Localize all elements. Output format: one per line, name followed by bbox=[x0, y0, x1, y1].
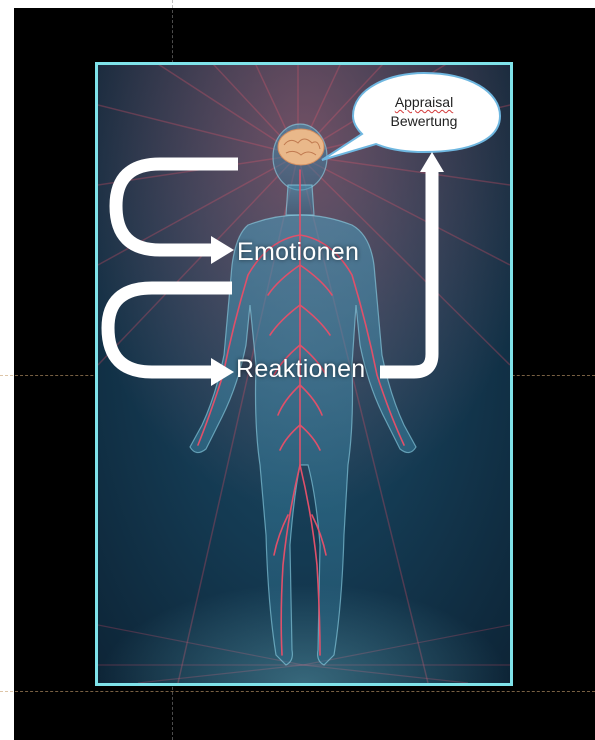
loop-arrow-reactions[interactable] bbox=[108, 288, 234, 386]
bubble-text[interactable]: Appraisal Bewertung bbox=[366, 93, 482, 131]
bubble-line-appraisal: Appraisal bbox=[366, 93, 482, 112]
bubble-line-bewertung: Bewertung bbox=[366, 112, 482, 131]
emotions-label[interactable]: Emotionen bbox=[237, 238, 359, 267]
reactions-label[interactable]: Reaktionen bbox=[236, 355, 365, 384]
loop-arrow-emotions[interactable] bbox=[116, 164, 238, 264]
up-arrow[interactable] bbox=[380, 152, 444, 372]
